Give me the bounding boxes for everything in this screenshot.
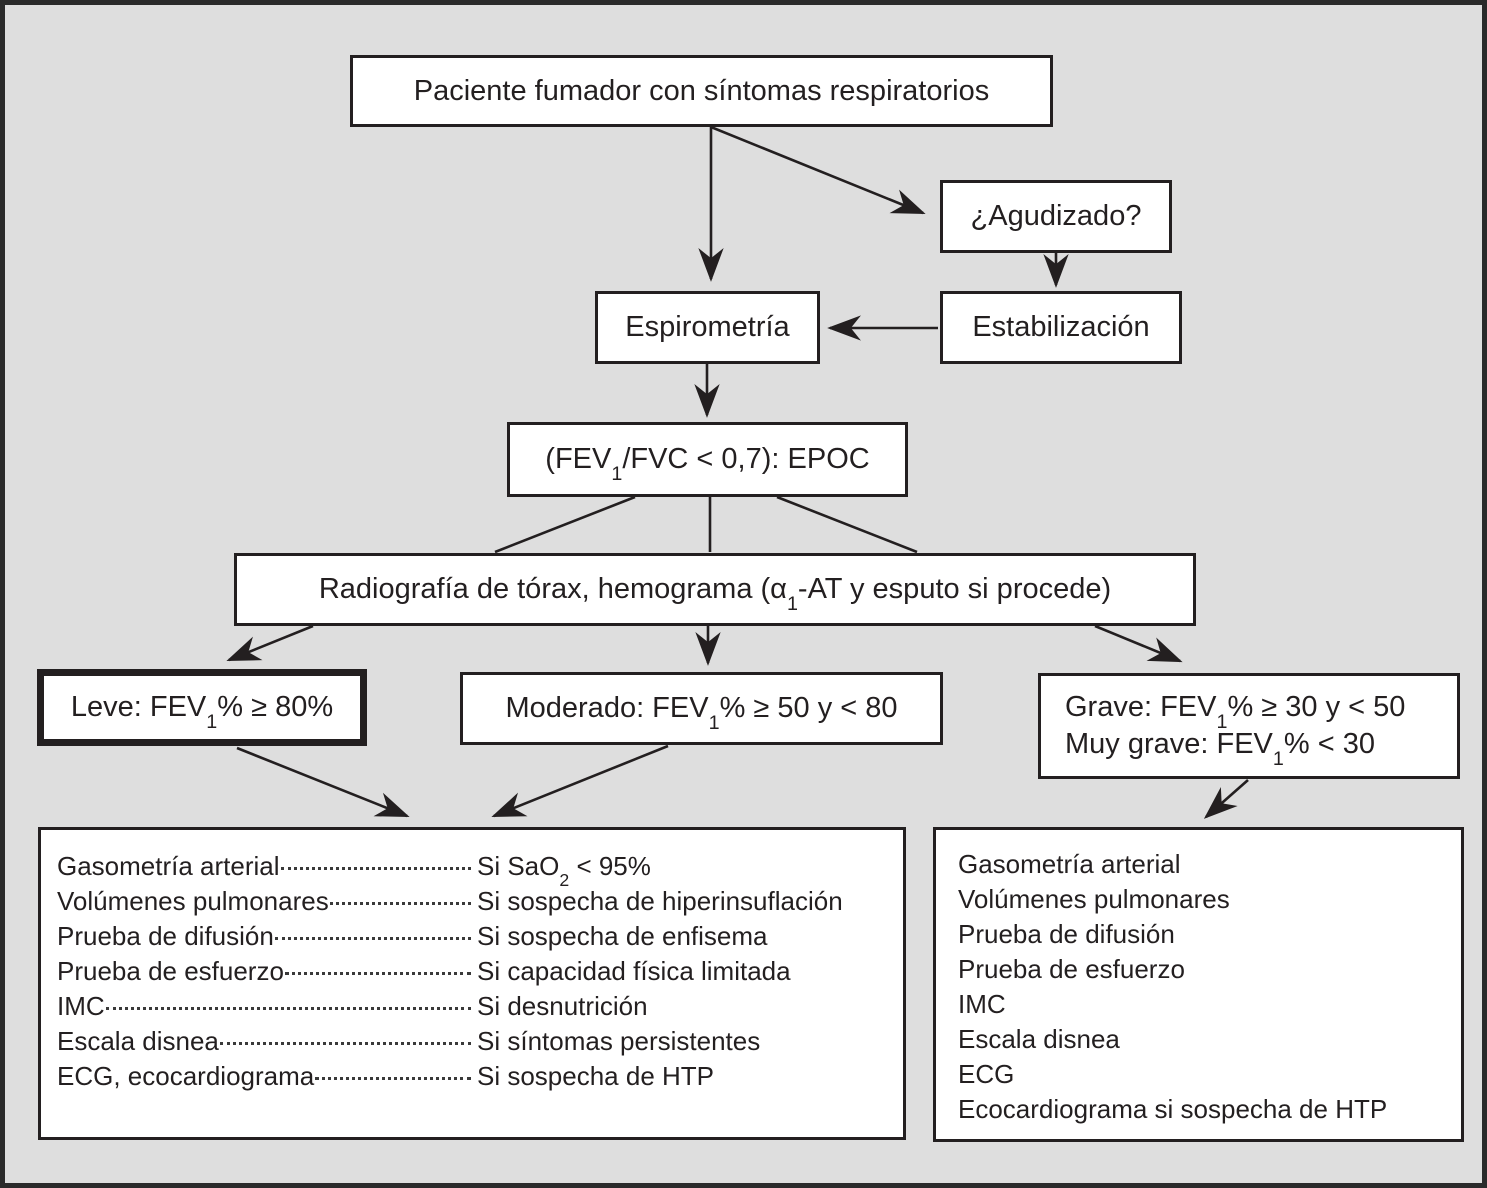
test-condition: Si sospecha de hiperinsuflación [477, 886, 843, 916]
test-condition: Si desnutrición [477, 991, 648, 1021]
node-radiografia: Radiografía de tórax, hemograma (α1-AT y… [234, 553, 1196, 626]
node-moderado: Moderado: FEV1% ≥ 50 y < 80 [460, 672, 943, 745]
test-row: Volúmenes pulmonares Si sospecha de hipe… [57, 886, 893, 921]
node-paciente-label: Paciente fumador con síntomas respirator… [413, 74, 990, 107]
node-moderado-label: Moderado: FEV1% ≥ 50 y < 80 [505, 692, 898, 735]
edge-radiografia-leve [226, 624, 314, 662]
test-condition: Si SaO2 < 95% [477, 851, 651, 891]
node-leve-label: Leve: FEV1% ≥ 80% [70, 691, 334, 734]
node-estabilizacion: Estabilización [940, 291, 1182, 364]
test-item: Ecocardiograma si sospecha de HTP [958, 1094, 1388, 1124]
edge-grave-tests [1203, 779, 1249, 819]
test-label: IMC [57, 991, 105, 1021]
test-item: Volúmenes pulmonares [958, 884, 1230, 914]
test-item: Escala disnea [958, 1024, 1120, 1054]
dotted-leader [274, 937, 471, 940]
edge-leve-tests [236, 746, 410, 818]
node-paciente-fumador: Paciente fumador con síntomas respirator… [350, 55, 1053, 127]
edge-epoc-radiografia-left [494, 495, 636, 554]
test-item: Prueba de difusión [958, 919, 1175, 949]
test-item: ECG [958, 1059, 1015, 1089]
test-item: IMC [958, 989, 1006, 1019]
test-row: ECG, ecocardiograma Si sospecha de HTP [57, 1061, 893, 1096]
test-row: Prueba de difusión Si sospecha de enfise… [57, 921, 893, 956]
node-epoc-criterio: (FEV1/FVC < 0,7): EPOC [507, 422, 908, 497]
test-label: Prueba de esfuerzo [57, 956, 284, 986]
test-label: Gasometría arterial [57, 851, 280, 881]
edge-epoc-radiografia-right [776, 495, 918, 554]
test-row: Escala disnea Si síntomas persistentes [57, 1026, 893, 1061]
dotted-leader [280, 867, 471, 870]
node-grave-line2: Muy grave: FEV1% < 30 [1065, 728, 1375, 771]
node-estabilizacion-label: Estabilización [972, 311, 1150, 344]
node-radiografia-label: Radiografía de tórax, hemograma (α1-AT y… [318, 573, 1112, 616]
dotted-leader [329, 902, 471, 905]
node-espirometria: Espirometría [595, 291, 820, 364]
test-item: Prueba de esfuerzo [958, 954, 1185, 984]
test-label: Escala disnea [57, 1026, 219, 1056]
test-condition: Si sospecha de enfisema [477, 921, 768, 951]
edge-radiografia-grave [1094, 624, 1183, 663]
node-epoc-label: (FEV1/FVC < 0,7): EPOC [545, 443, 870, 486]
test-label: Prueba de difusión [57, 921, 274, 951]
node-grave-line1: Grave: FEV1% ≥ 30 y < 50 [1065, 690, 1406, 734]
node-agudizado: ¿Agudizado? [940, 180, 1172, 253]
test-label: Volúmenes pulmonares [57, 886, 329, 916]
edge-moderado-tests [491, 744, 669, 818]
test-item: Gasometría arterial [958, 849, 1181, 879]
node-espirometria-label: Espirometría [625, 311, 790, 344]
tests-severe-box: Gasometría arterial Volúmenes pulmonares… [933, 827, 1464, 1142]
node-agudizado-label: ¿Agudizado? [970, 200, 1142, 233]
test-row: IMC Si desnutrición [57, 991, 893, 1026]
dotted-leader [105, 1007, 471, 1010]
dotted-leader [315, 1077, 471, 1080]
test-condition: Si síntomas persistentes [477, 1026, 761, 1056]
test-row: Gasometría arterial Si SaO2 < 95% [57, 851, 893, 891]
test-condition: Si capacidad física limitada [477, 956, 791, 986]
test-label: ECG, ecocardiograma [57, 1061, 315, 1091]
edge-paciente-agudizado [710, 125, 926, 215]
dotted-leader [284, 972, 471, 975]
dotted-leader [219, 1042, 471, 1045]
node-grave: Grave: FEV1% ≥ 30 y < 50 Muy grave: FEV1… [1038, 673, 1460, 779]
test-row: Prueba de esfuerzo Si capacidad física l… [57, 956, 893, 991]
tests-conditional-box: Gasometría arterial Si SaO2 < 95% Volúme… [38, 827, 906, 1140]
test-condition: Si sospecha de HTP [477, 1061, 715, 1091]
node-leve: Leve: FEV1% ≥ 80% [37, 669, 367, 746]
